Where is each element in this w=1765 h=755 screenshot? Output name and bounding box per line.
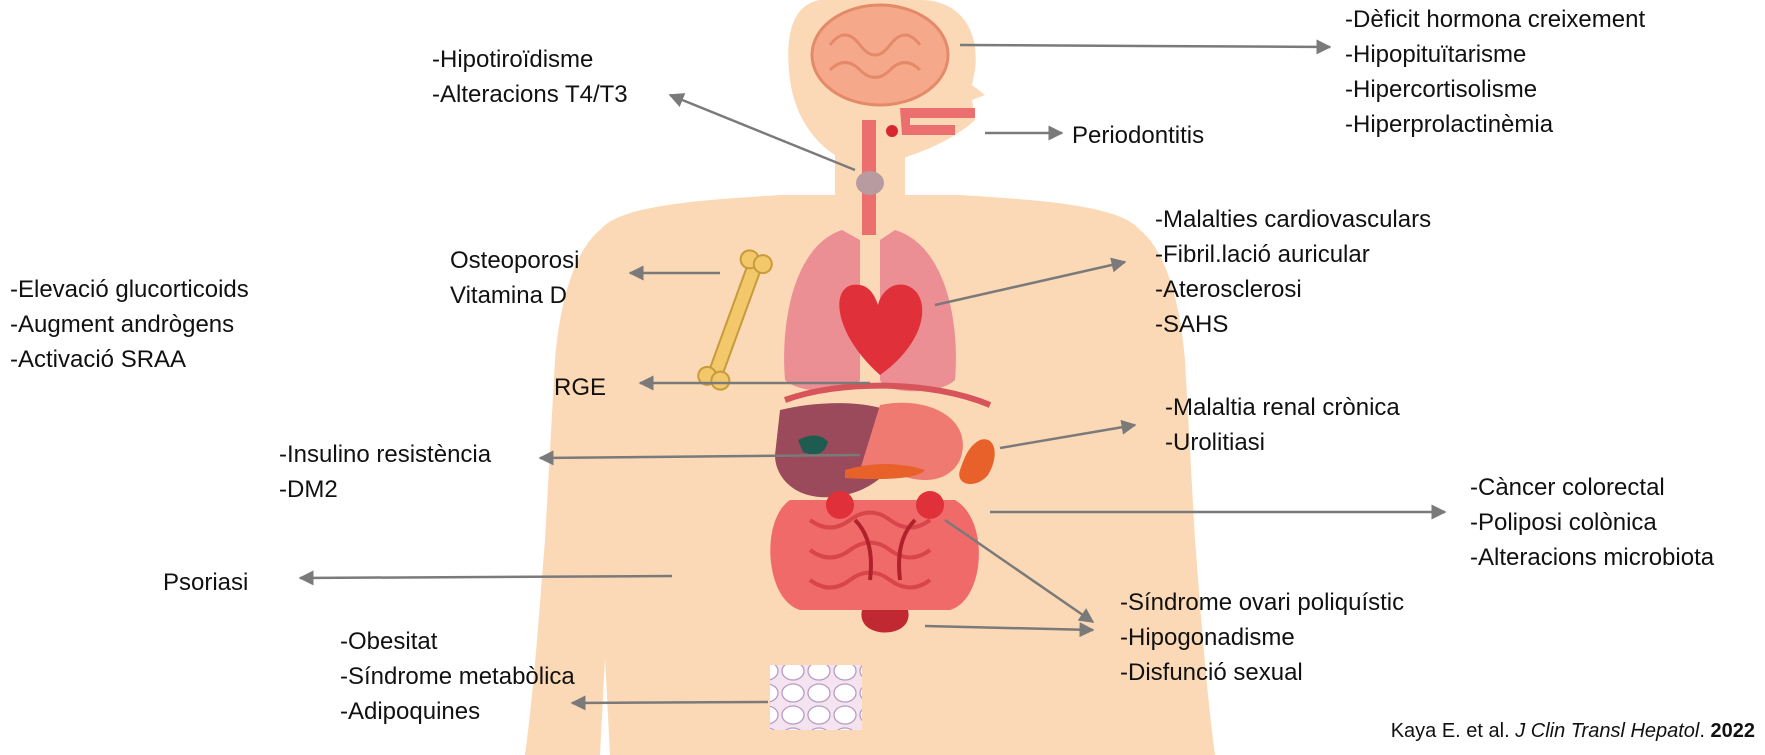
label-thyroid: -Hipotiroïdisme -Alteracions T4/T3	[432, 42, 628, 112]
label-line: -Síndrome ovari poliquístic	[1120, 585, 1404, 620]
label-line: Psoriasi	[163, 565, 248, 600]
label-mouth: Periodontitis	[1072, 118, 1204, 153]
label-line: -Alteracions microbiota	[1470, 540, 1714, 575]
label-line: -Poliposi colònica	[1470, 505, 1714, 540]
citation-year: 2022	[1711, 720, 1756, 742]
label-heart: -Malalties cardiovasculars -Fibril.lació…	[1155, 202, 1431, 342]
intestines-icon	[770, 500, 979, 610]
label-skin: Psoriasi	[163, 565, 248, 600]
citation-journal: J Clin Transl Hepatol	[1515, 720, 1699, 742]
label-kidney: -Malaltia renal crònica -Urolitiasi	[1165, 390, 1400, 460]
citation: Kaya E. et al. J Clin Transl Hepatol. 20…	[1391, 720, 1755, 743]
label-line: -Hipercortisolisme	[1345, 72, 1645, 107]
label-line: Vitamina D	[450, 278, 579, 313]
label-line: -SAHS	[1155, 307, 1431, 342]
label-line: -Síndrome metabòlica	[340, 659, 575, 694]
label-line: -Disfunció sexual	[1120, 655, 1404, 690]
body-silhouette	[525, 0, 1215, 755]
label-fat: -Obesitat -Síndrome metabòlica -Adipoqui…	[340, 624, 575, 729]
label-line: -Insulino resistència	[279, 437, 491, 472]
label-line: RGE	[554, 370, 606, 405]
label-line: -Càncer colorectal	[1470, 470, 1714, 505]
label-line: -DM2	[279, 472, 491, 507]
label-line: -Hiperprolactinèmia	[1345, 107, 1645, 142]
label-colon: -Càncer colorectal -Poliposi colònica -A…	[1470, 470, 1714, 575]
label-line: -Augment andrògens	[10, 307, 249, 342]
label-reproductive: -Síndrome ovari poliquístic -Hipogonadis…	[1120, 585, 1404, 690]
label-line: -Elevació glucorticoids	[10, 272, 249, 307]
arrow-fat	[572, 702, 768, 703]
label-line: -Obesitat	[340, 624, 575, 659]
label-line: -Hipotiroïdisme	[432, 42, 628, 77]
adipose-tissue-icon	[770, 665, 862, 730]
label-adrenal: -Elevació glucorticoids -Augment andròge…	[10, 272, 249, 377]
label-line: -Dèficit hormona creixement	[1345, 2, 1645, 37]
label-line: -Adipoquines	[340, 694, 575, 729]
label-line: -Hipogonadisme	[1120, 620, 1404, 655]
label-line: -Malaltia renal crònica	[1165, 390, 1400, 425]
label-line: -Malalties cardiovasculars	[1155, 202, 1431, 237]
label-line: -Hipopituïtarisme	[1345, 37, 1645, 72]
arrow-brain	[960, 45, 1330, 47]
label-esophagus: RGE	[554, 370, 606, 405]
citation-authors: Kaya E. et al.	[1391, 720, 1510, 742]
label-line: Osteoporosi	[450, 243, 579, 278]
label-line: -Aterosclerosi	[1155, 272, 1431, 307]
label-line: -Alteracions T4/T3	[432, 77, 628, 112]
label-brain: -Dèficit hormona creixement -Hipopituïta…	[1345, 2, 1645, 142]
label-line: -Activació SRAA	[10, 342, 249, 377]
label-line: -Fibril.lació auricular	[1155, 237, 1431, 272]
label-bone: Osteoporosi Vitamina D	[450, 243, 579, 313]
label-line: -Urolitiasi	[1165, 425, 1400, 460]
label-liver: -Insulino resistència -DM2	[279, 437, 491, 507]
label-line: Periodontitis	[1072, 118, 1204, 153]
thyroid-icon	[856, 171, 884, 195]
